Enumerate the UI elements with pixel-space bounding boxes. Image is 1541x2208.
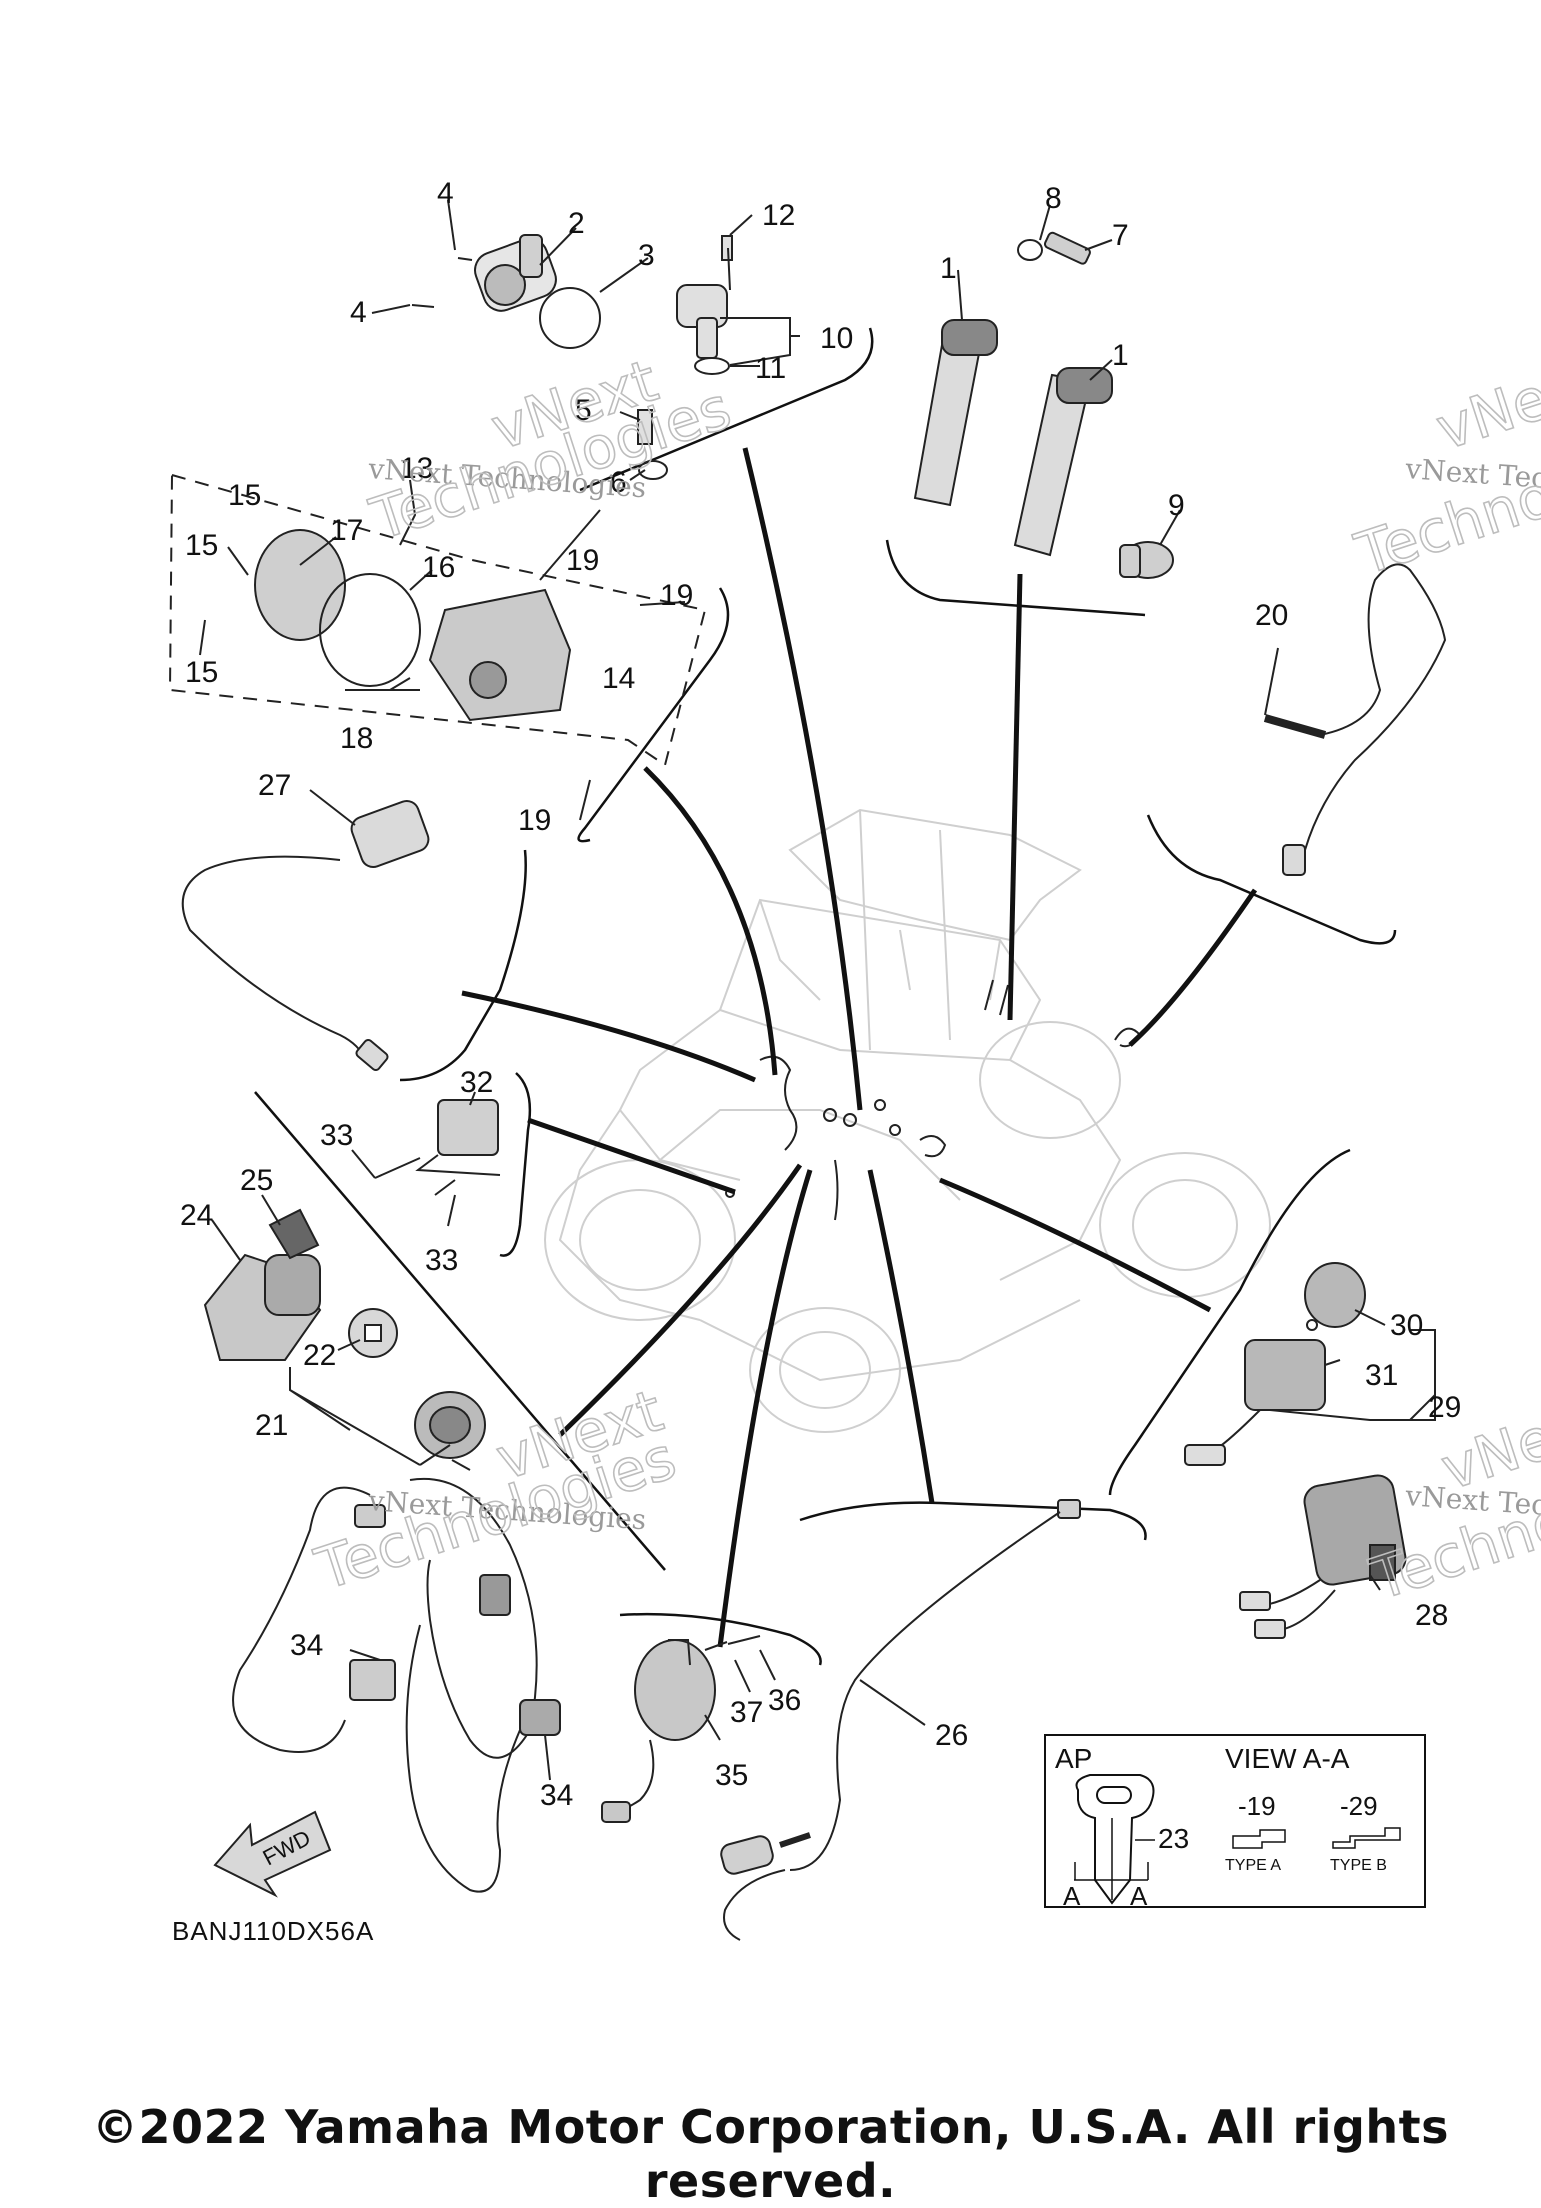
part-regulator-28 — [1239, 1474, 1407, 1639]
inset-ap-label: AP — [1055, 1743, 1092, 1774]
callout-20: 20 — [1255, 599, 1288, 632]
callout-34-left: 34 — [290, 1629, 323, 1662]
reference-code: BANJ110DX56A — [172, 1916, 374, 1946]
inset-title: VIEW A-A — [1225, 1743, 1350, 1774]
part-switches-24-25 — [203, 1208, 322, 1361]
callout-28: 28 — [1415, 1599, 1448, 1632]
callout-30: 30 — [1390, 1309, 1423, 1342]
callout-4-top: 4 — [437, 177, 454, 210]
callout-36: 36 — [768, 1684, 801, 1717]
part-temp-sensor — [637, 409, 668, 480]
callout-15-bottom: 15 — [185, 656, 218, 689]
callout-numbers: 1 1 2 3 4 4 5 6 7 8 9 10 11 12 13 14 15 … — [180, 177, 1461, 1855]
callout-5: 5 — [575, 394, 592, 427]
inset-type-b: TYPE B — [1330, 1857, 1387, 1874]
callout-10: 10 — [820, 322, 853, 355]
part-throttle-position-sensor — [411, 234, 601, 349]
inset-variant-a: -19 — [1238, 1791, 1276, 1821]
callout-34-bottom: 34 — [540, 1779, 573, 1812]
callout-9: 9 — [1168, 489, 1185, 522]
callout-12: 12 — [762, 199, 795, 232]
part-relay-29 — [1184, 1262, 1366, 1466]
watermark-big-2a: vNext — [1428, 346, 1541, 463]
part-oil-pressure-switch — [1119, 541, 1174, 579]
callout-18: 18 — [340, 722, 373, 755]
type-a-profile — [1232, 1829, 1286, 1849]
inset-section-mark-left: A — [1063, 1881, 1081, 1911]
inset-part-number: 23 — [1158, 1823, 1189, 1854]
callout-leaders — [199, 199, 1436, 1781]
group-leader-lines — [461, 447, 1258, 1648]
part-crank-sensor — [676, 235, 733, 375]
part-sensor-lead-26 — [720, 1499, 1081, 1941]
callout-2: 2 — [568, 207, 585, 240]
inset-variant-b: -29 — [1340, 1791, 1378, 1821]
part-ignition-coils — [913, 319, 1113, 557]
callout-22: 22 — [303, 1339, 336, 1372]
watermarks: vNext Technologies vNext Technologies vN… — [307, 345, 1541, 1614]
callout-27: 27 — [258, 769, 291, 802]
callout-4-mid: 4 — [350, 296, 367, 329]
callout-26: 26 — [935, 1719, 968, 1752]
view-inset: AP VIEW A-A 23 A A -19 -29 TYPE A TYPE B — [1044, 1734, 1426, 1911]
callout-19-bottom: 19 — [518, 804, 551, 837]
part-wire-harness-34 — [232, 1459, 561, 1893]
vehicle-installed-components — [725, 979, 1142, 1221]
callout-6: 6 — [610, 466, 627, 499]
callout-13: 13 — [400, 452, 433, 485]
callout-16: 16 — [422, 551, 455, 584]
part-sensor-o-ring — [1017, 231, 1091, 265]
inset-section-mark-right: A — [1130, 1881, 1148, 1911]
fwd-arrow: FWD — [213, 1810, 332, 1898]
part-main-switch-21 — [348, 1308, 486, 1459]
part-o2-sensor — [1263, 563, 1447, 876]
callout-31: 31 — [1365, 1359, 1398, 1392]
callout-25: 25 — [240, 1164, 273, 1197]
callout-14: 14 — [602, 662, 635, 695]
group-brackets — [254, 327, 1397, 1666]
callout-37: 37 — [730, 1696, 763, 1729]
callout-17: 17 — [330, 514, 363, 547]
callout-3: 3 — [638, 239, 655, 272]
key-icon — [1075, 1774, 1155, 1905]
part-lead-wire-27 — [181, 799, 430, 1072]
callout-24: 24 — [180, 1199, 213, 1232]
callout-35: 35 — [715, 1759, 748, 1792]
type-b-profile — [1332, 1827, 1401, 1849]
inset-type-a: TYPE A — [1225, 1857, 1281, 1874]
part-horn-35 — [601, 1635, 761, 1823]
callout-7: 7 — [1112, 219, 1129, 252]
callout-33-bottom: 33 — [425, 1244, 458, 1277]
callout-1-left: 1 — [940, 252, 957, 285]
copyright-notice: ©2022 Yamaha Motor Corporation, U.S.A. A… — [91, 2100, 1450, 2208]
callout-32: 32 — [460, 1066, 493, 1099]
key-slot — [1096, 1786, 1132, 1804]
callout-11: 11 — [755, 352, 786, 385]
callout-19-top: 19 — [566, 544, 599, 577]
callout-15-top: 15 — [228, 479, 261, 512]
callout-15-mid: 15 — [185, 529, 218, 562]
callout-8: 8 — [1045, 182, 1062, 215]
callout-19-right: 19 — [660, 579, 693, 612]
callout-1-right: 1 — [1112, 339, 1129, 372]
callout-21: 21 — [255, 1409, 288, 1442]
part-throttle-body-assy — [168, 473, 707, 767]
callout-29: 29 — [1428, 1391, 1461, 1424]
part-speed-sensor-32 — [374, 1099, 501, 1196]
callout-33-top: 33 — [320, 1119, 353, 1152]
